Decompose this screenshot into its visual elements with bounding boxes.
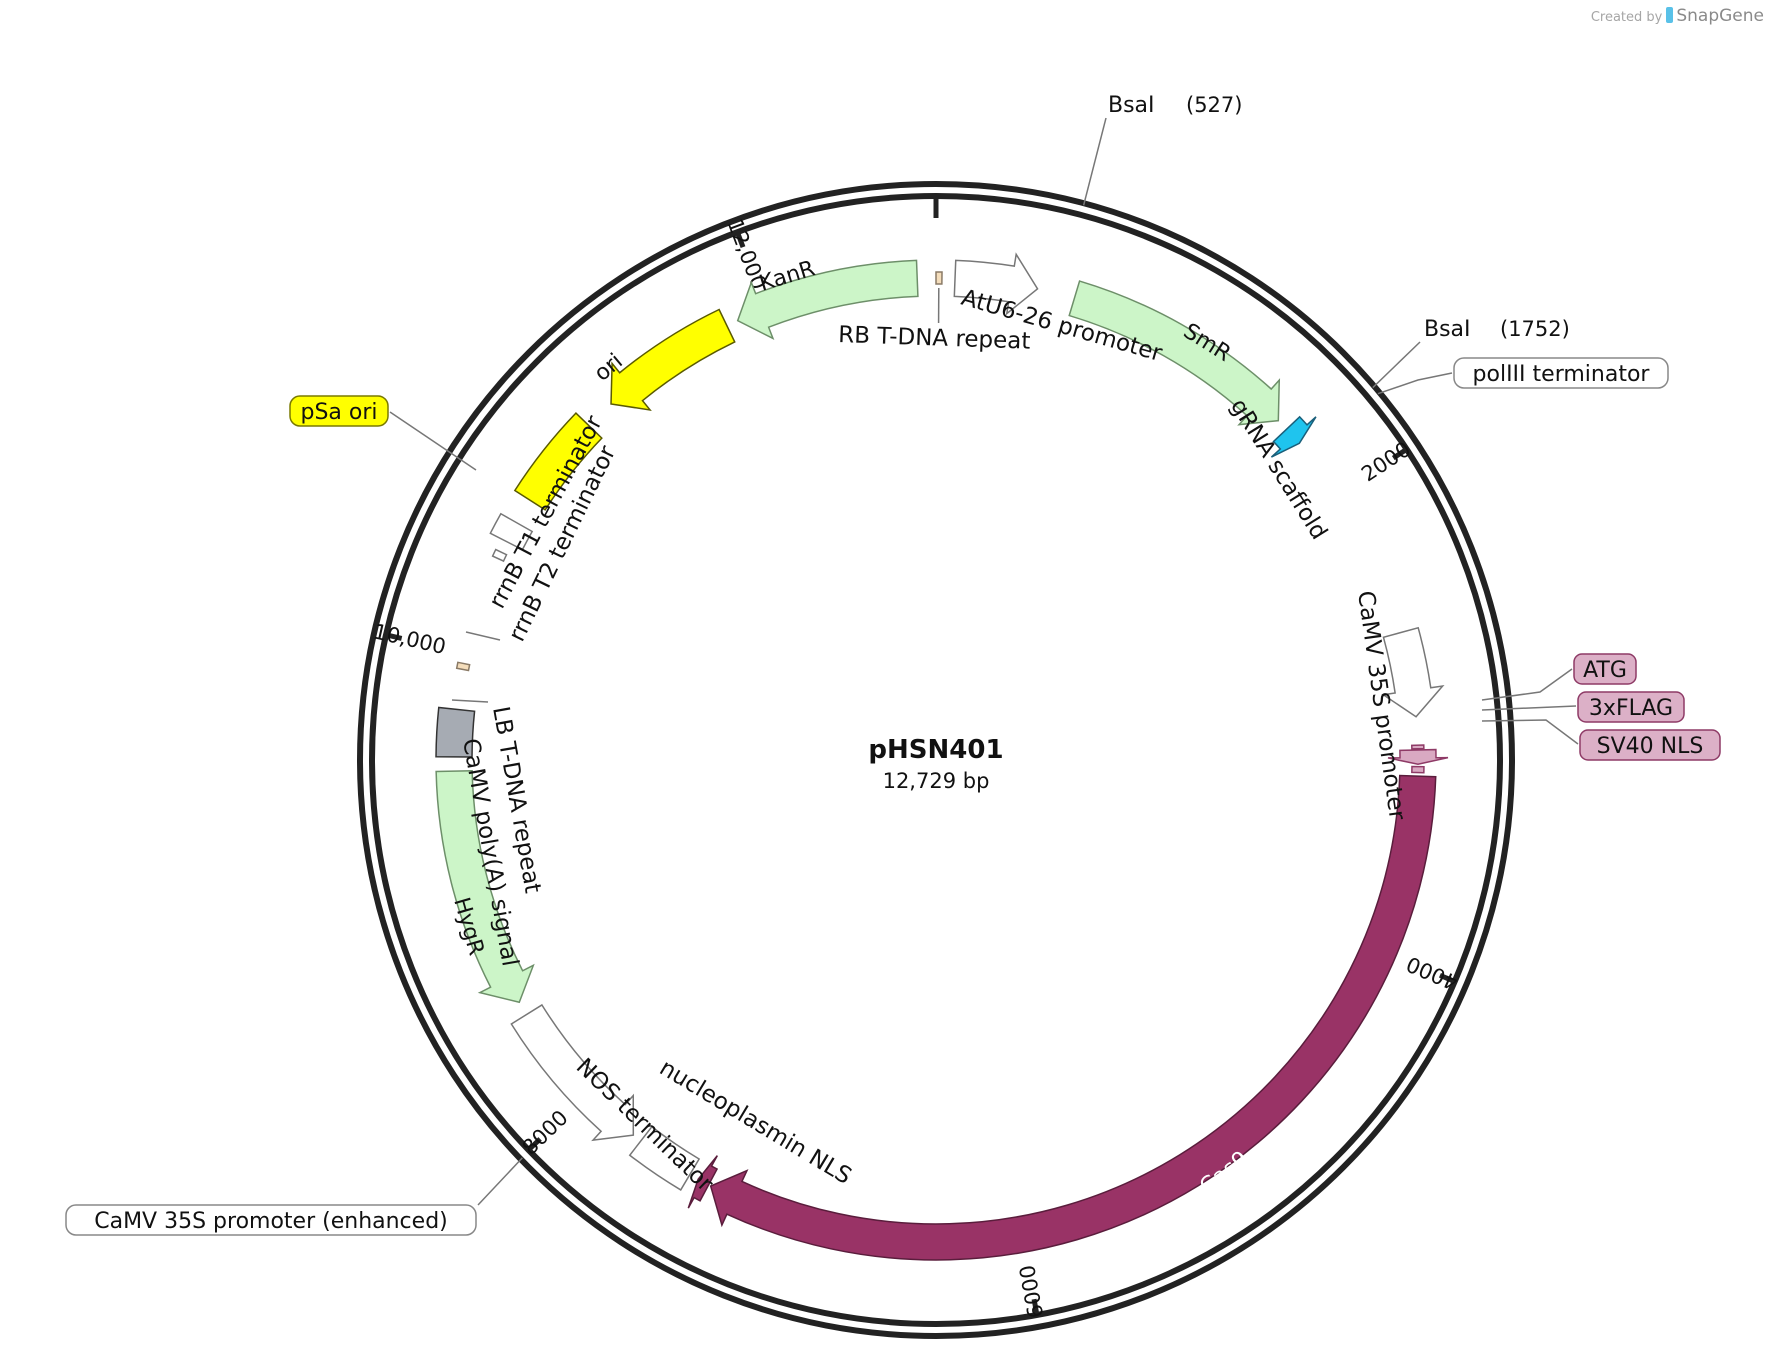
feature-hygr[interactable]: [435, 769, 535, 1004]
feature-camvpa[interactable]: [435, 706, 476, 758]
callout-3xflag-text: 3xFLAG: [1589, 696, 1673, 721]
callout-camv35s-enhanced[interactable]: CaMV 35S promoter (enhanced): [65, 1204, 477, 1236]
tick-mark-6000: [1031, 1298, 1040, 1316]
callout-atg[interactable]: ATG: [1573, 653, 1637, 685]
tick-label-8000: 8000: [518, 1106, 573, 1160]
feature-rb[interactable]: [935, 271, 943, 285]
leader-bsai-527: [1082, 117, 1107, 206]
tick-mark-10000: [385, 632, 403, 641]
callout-atg-text: ATG: [1583, 658, 1627, 683]
feature-camv35s[interactable]: [1381, 626, 1445, 718]
callout-camv35s-enhanced-text: CaMV 35S promoter (enhanced): [94, 1209, 448, 1234]
feature-atu6[interactable]: [953, 252, 1039, 316]
leader-sv40: [1481, 719, 1579, 745]
feature-smr[interactable]: [1068, 280, 1281, 426]
label-rb: RB T-DNA repeat: [838, 322, 1031, 355]
tick-mark-2000: [1391, 447, 1409, 461]
callout-sv40-nls[interactable]: SV40 NLS: [1579, 729, 1721, 761]
feature-atg[interactable]: [1411, 744, 1425, 750]
site-bsai-527-position: (527): [1186, 93, 1242, 117]
plasmid-length: 12,729 bp: [883, 769, 990, 793]
leader-rrnbt2: [465, 631, 501, 641]
plasmid-name: pHSN401: [868, 735, 1003, 765]
feature-sv40[interactable]: [1411, 765, 1425, 774]
feature-flag[interactable]: [1387, 748, 1449, 765]
tick-mark-12000: [735, 231, 746, 248]
site-bsai-1752-position: (1752): [1500, 317, 1570, 341]
tick-label-6000: 6000: [1015, 1263, 1048, 1320]
callout-psa-ori-box: [289, 395, 389, 427]
credit-brand: SnapGene: [1676, 6, 1764, 26]
site-bsai-527-name[interactable]: BsaI: [1108, 93, 1155, 118]
leader-atg: [1481, 668, 1573, 701]
callout-3xflag[interactable]: 3xFLAG: [1577, 691, 1685, 723]
leader-lines: [389, 117, 1579, 1206]
snapgene-credit: Created by SnapGene: [1591, 6, 1764, 26]
leader-psaori: [389, 411, 477, 471]
feature-rrnbt1[interactable]: [489, 512, 534, 551]
callout-poliii-terminator[interactable]: polIII terminator: [1453, 357, 1669, 389]
feature-kanr[interactable]: [736, 259, 919, 340]
feature-grna[interactable]: [1270, 415, 1317, 458]
feature-rrnbt2[interactable]: [491, 548, 508, 563]
leader-bsai-1752: [1372, 341, 1421, 389]
callout-poliii-terminator-text: polIII terminator: [1473, 362, 1651, 387]
feature-psaori[interactable]: [513, 412, 603, 511]
tick-label-2000: 2000: [1357, 437, 1415, 486]
callout-sv40-nls-box: [1579, 729, 1721, 761]
snapgene-logo-icon: [1666, 7, 1674, 23]
callout-camv35s-enhanced-box: [65, 1204, 477, 1236]
leader-camv35se: [477, 1157, 523, 1206]
tick-label-4000: 4000: [1403, 951, 1462, 994]
callout-psa-ori-text: pSa ori: [300, 400, 377, 425]
callout-3xflag-box: [1577, 691, 1685, 723]
feature-nos[interactable]: [628, 1125, 701, 1191]
feature-ori[interactable]: [610, 308, 736, 411]
credit-prefix: Created by: [1590, 10, 1663, 25]
leader-poliii: [1377, 372, 1453, 395]
callout-poliii-terminator-box: [1453, 357, 1669, 389]
tick-mark-8000: [526, 1137, 542, 1152]
tick-mark-4000: [1438, 972, 1456, 984]
site-bsai-1752-name[interactable]: BsaI: [1424, 317, 1471, 342]
feature-camv35se[interactable]: [510, 1003, 635, 1142]
callout-atg-box: [1573, 653, 1637, 685]
feature-cas9[interactable]: [709, 774, 1437, 1261]
leader-flag: [1481, 705, 1577, 711]
feature-lb[interactable]: [455, 661, 471, 672]
callout-sv40-nls-text: SV40 NLS: [1597, 734, 1704, 759]
callout-psa-ori[interactable]: pSa ori: [289, 395, 389, 427]
backbone-outer-circle: [357, 181, 1515, 1339]
feature-npnls[interactable]: [687, 1155, 719, 1209]
features-layer: [435, 252, 1449, 1261]
leader-lb: [451, 699, 489, 703]
